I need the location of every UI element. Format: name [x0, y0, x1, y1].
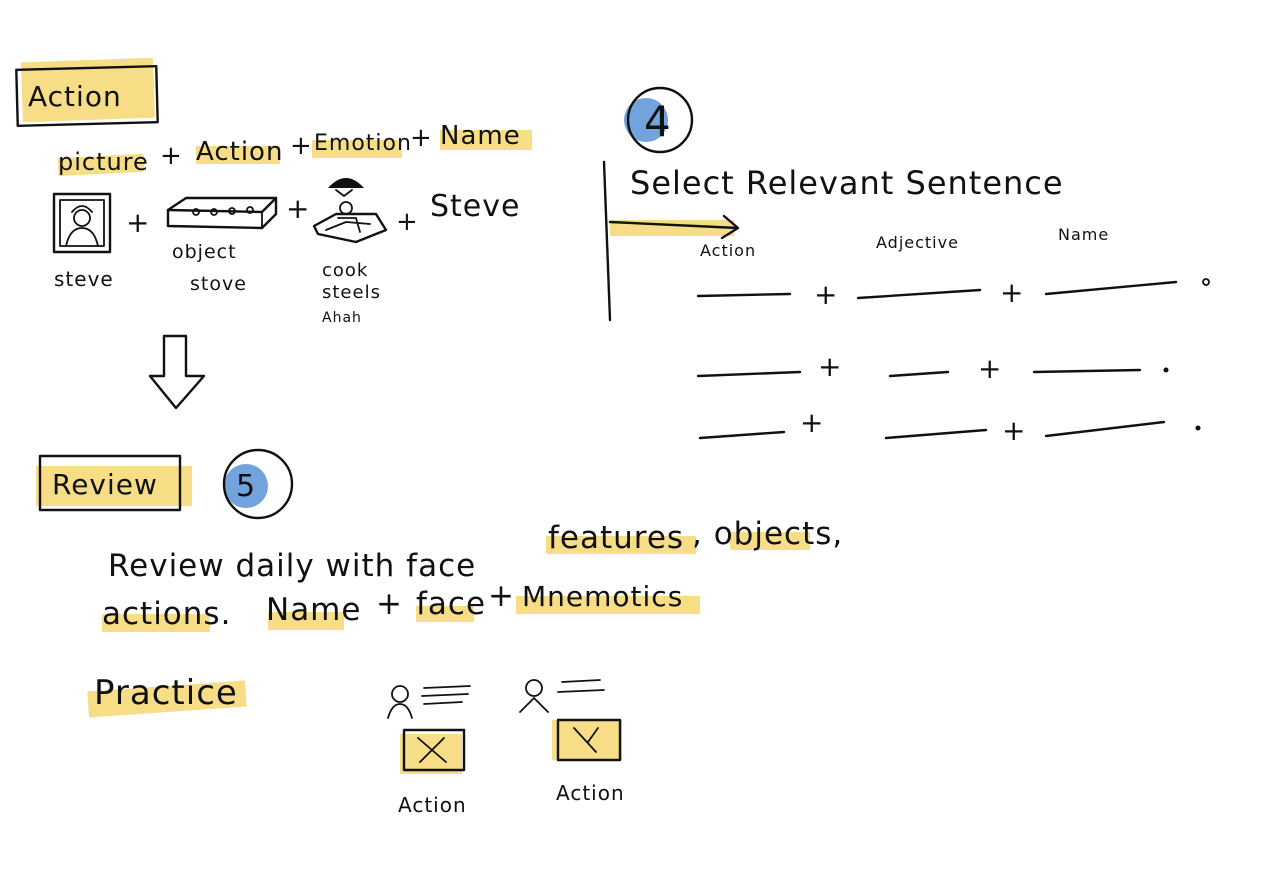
cook-caption-2: steels [322, 282, 381, 303]
formula-emotion: Emotion [314, 131, 412, 156]
name-highlight [268, 612, 344, 630]
example-plus-2: + [286, 192, 310, 225]
formula-plus-1: + [160, 141, 183, 171]
review-line2-c: + [376, 586, 403, 622]
step5-number: 5 [236, 469, 256, 504]
action-section: Action picture + Action + Emotion + Name… [15, 57, 532, 410]
review-line2-b: Name [266, 592, 361, 628]
formula-plus-2: + [290, 131, 313, 161]
step5-number-circle [222, 448, 294, 520]
practice-label: Practice [94, 673, 238, 713]
review-heading: Review [52, 468, 158, 501]
actions-highlight [102, 614, 210, 632]
features-highlight [546, 536, 696, 554]
formula-action: Action [196, 137, 283, 167]
sentence-row: + + [698, 406, 1201, 447]
review-line1-c: , objects, [692, 516, 843, 552]
review-line2-a: actions. [102, 596, 231, 632]
sentence-row: + + [696, 276, 1210, 311]
step4-title: Select Relevant Sentence [630, 164, 1064, 202]
practice-card: Action [519, 679, 625, 805]
practice-highlight [87, 680, 247, 718]
vertical-divider [602, 160, 612, 322]
review-heading-highlight [36, 466, 192, 506]
stove-icon [166, 196, 278, 230]
column-adjective: Adjective [876, 233, 959, 252]
example-plus-3: + [396, 207, 419, 237]
action-heading: Action [28, 80, 122, 113]
action-heading-highlight [20, 57, 155, 123]
cook-caption-1: cook [322, 260, 368, 281]
emotion-highlight [312, 140, 402, 158]
review-heading-box [38, 454, 182, 512]
portrait-icon [52, 192, 112, 254]
row1-plus-1: + [814, 278, 838, 311]
cook-caption-3: Ahah [322, 310, 362, 326]
right-arrow-icon [608, 214, 740, 240]
review-line1-b: features [548, 520, 684, 556]
mnemotics-highlight [516, 596, 700, 614]
image-x-icon [573, 727, 599, 753]
step4-number-circle [626, 86, 694, 154]
example-name: Steve [430, 189, 520, 224]
name-word-highlight [440, 130, 532, 150]
face-highlight [416, 606, 474, 622]
card-image-highlight [400, 734, 462, 774]
card-label: Action [398, 793, 467, 817]
row2-plus-2: + [978, 352, 1002, 385]
text-lines-icon [421, 685, 471, 705]
action-word-highlight [196, 146, 280, 164]
cook-icon [312, 178, 388, 244]
image-placeholder-icon [402, 728, 466, 772]
column-name: Name [1058, 225, 1109, 244]
review-line2-e: + [488, 578, 515, 614]
object-caption-1: object [172, 241, 237, 263]
image-x-icon [417, 737, 447, 763]
card-image-highlight [552, 720, 622, 760]
formula-name: Name [440, 121, 521, 151]
row3-plus-2: + [1002, 414, 1026, 447]
object-caption-2: stove [190, 273, 247, 295]
row3-plus-1: + [800, 406, 824, 439]
step4-number: 4 [644, 97, 672, 146]
card-label: Action [556, 781, 625, 805]
person-icon [519, 679, 549, 713]
example-plus-1: + [126, 206, 150, 239]
practice-card: Action [387, 685, 471, 817]
image-placeholder-icon [556, 718, 622, 762]
step5-number-highlight [224, 464, 268, 508]
row1-plus-2: + [1000, 276, 1024, 309]
sentence-row: + + [696, 350, 1169, 385]
formula-plus-3: + [410, 123, 433, 153]
review-line2-f: Mnemotics [522, 580, 683, 613]
column-action: Action [700, 241, 756, 260]
review-line1-a: Review daily with face [108, 548, 476, 584]
review-section: Review 5 Review daily with face features… [36, 448, 843, 817]
portrait-caption: steve [54, 267, 114, 291]
step4-number-highlight [624, 98, 668, 142]
review-line2-d: face [416, 586, 486, 622]
objects-highlight [730, 532, 810, 550]
action-heading-box [15, 64, 159, 128]
person-icon [387, 685, 413, 719]
picture-highlight [57, 153, 145, 177]
down-arrow-icon [148, 334, 206, 410]
formula-picture: picture [58, 148, 149, 176]
step4-section: 4 Select Relevant Sentence Action Adject… [602, 86, 1210, 447]
row2-plus-1: + [818, 350, 842, 383]
text-lines-icon [557, 679, 605, 693]
